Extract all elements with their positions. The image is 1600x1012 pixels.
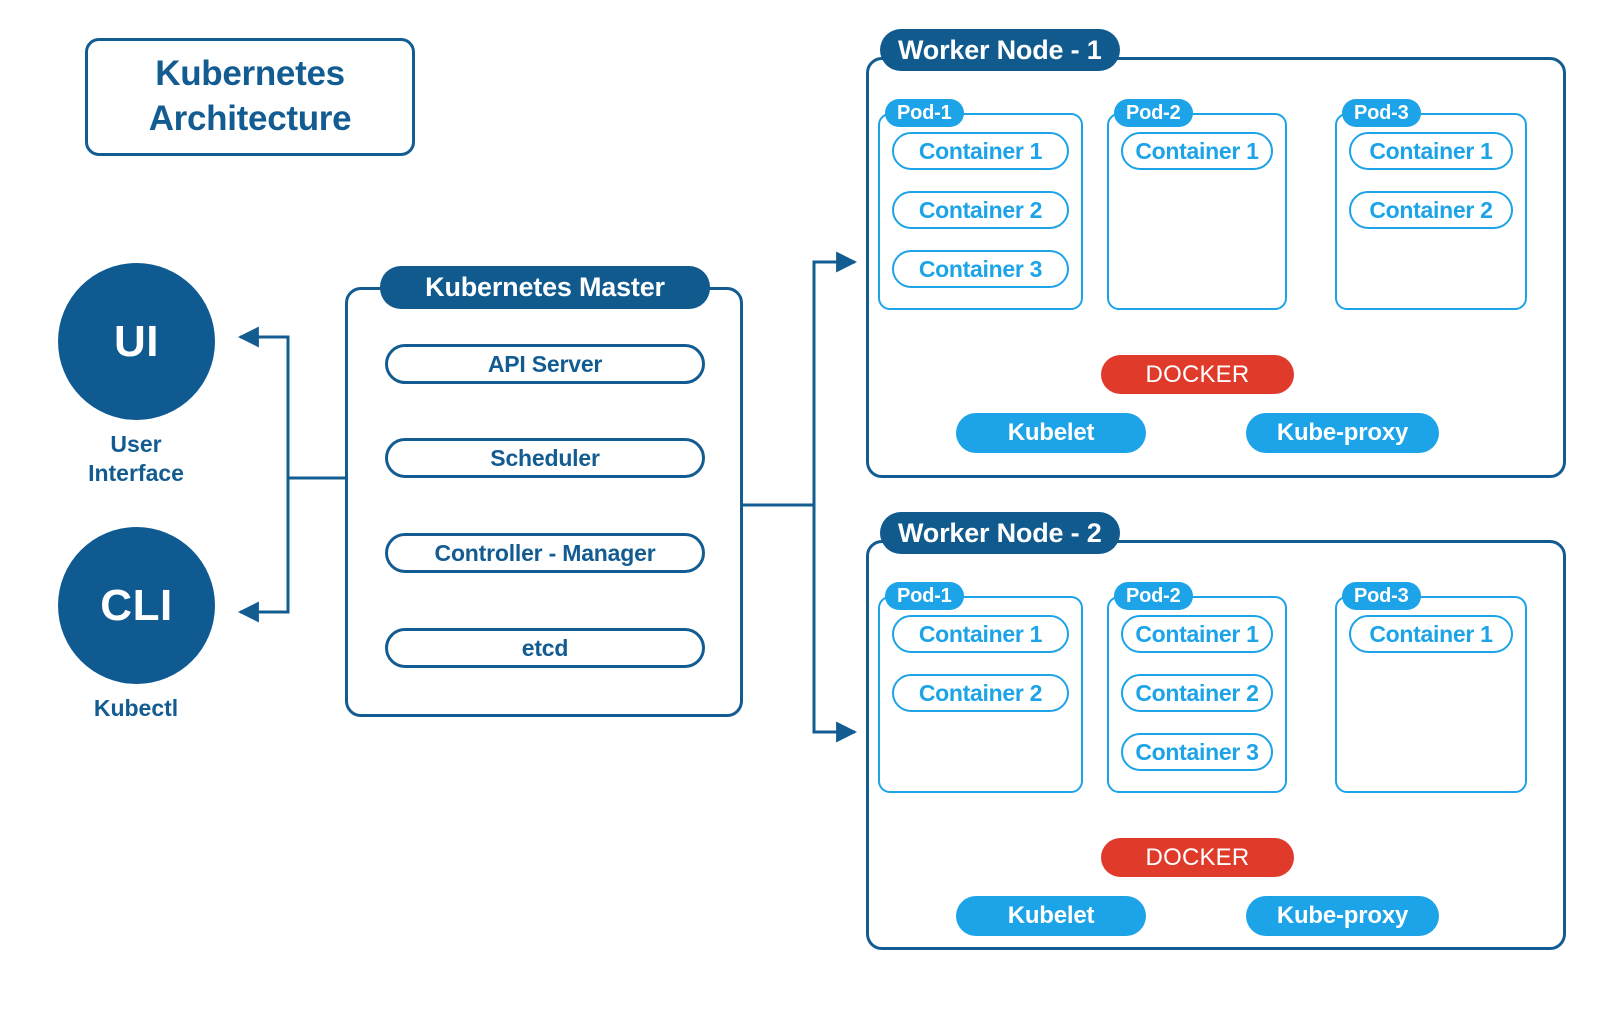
- container-chip[interactable]: Container 1: [1349, 615, 1513, 653]
- connector-to-cli: [237, 478, 290, 623]
- container-chip[interactable]: Container 1: [1121, 615, 1273, 653]
- kubelet-pill[interactable]: Kubelet: [956, 413, 1146, 453]
- container-chip[interactable]: Container 1: [892, 132, 1069, 170]
- client-label-cli: Kubectl: [36, 694, 236, 723]
- kubernetes-master-title: Kubernetes Master: [380, 266, 710, 309]
- page-title: Kubernetes Architecture: [85, 38, 415, 156]
- connector-to-ui: [237, 326, 290, 478]
- pod-label: Pod-2: [1114, 582, 1193, 610]
- container-chip[interactable]: Container 3: [892, 250, 1069, 288]
- pod-label: Pod-2: [1114, 99, 1193, 127]
- client-label-cli-line-1: Kubectl: [93, 695, 179, 721]
- master-component-api-server[interactable]: API Server: [385, 344, 705, 384]
- container-chip[interactable]: Container 1: [892, 615, 1069, 653]
- pod-label: Pod-3: [1342, 582, 1421, 610]
- container-chip[interactable]: Container 1: [1349, 132, 1513, 170]
- client-label-ui-line-2: Interface: [88, 459, 184, 486]
- docker-runtime-pill[interactable]: DOCKER: [1101, 355, 1294, 394]
- container-chip[interactable]: Container 2: [892, 674, 1069, 712]
- kubelet-pill[interactable]: Kubelet: [956, 896, 1146, 936]
- master-component-scheduler[interactable]: Scheduler: [385, 438, 705, 478]
- master-component-controller-manager[interactable]: Controller - Manager: [385, 533, 705, 573]
- kube-proxy-pill[interactable]: Kube-proxy: [1246, 413, 1439, 453]
- worker-node-2-box: [866, 540, 1566, 950]
- container-chip[interactable]: Container 1: [1121, 132, 1273, 170]
- pod-label: Pod-3: [1342, 99, 1421, 127]
- worker-node-2-title: Worker Node - 2: [880, 512, 1120, 554]
- pod-label: Pod-1: [885, 582, 964, 610]
- container-chip[interactable]: Container 2: [1349, 191, 1513, 229]
- page-title-line-2: Architecture: [148, 99, 352, 138]
- connector-to-worker-1: [812, 251, 858, 505]
- container-chip[interactable]: Container 3: [1121, 733, 1273, 771]
- client-badge-ui: UI: [114, 316, 159, 366]
- connector-to-worker-2: [812, 505, 858, 743]
- container-chip[interactable]: Container 2: [892, 191, 1069, 229]
- pod-label: Pod-1: [885, 99, 964, 127]
- container-chip[interactable]: Container 2: [1121, 674, 1273, 712]
- client-node-cli[interactable]: CLI: [58, 527, 215, 684]
- client-label-ui-line-1: User: [110, 431, 162, 457]
- client-node-ui[interactable]: UI: [58, 263, 215, 420]
- page-title-line-1: Kubernetes: [155, 54, 345, 94]
- worker-node-1-title: Worker Node - 1: [880, 29, 1120, 71]
- worker-node-1-box: [866, 57, 1566, 478]
- docker-runtime-pill[interactable]: DOCKER: [1101, 838, 1294, 877]
- kube-proxy-pill[interactable]: Kube-proxy: [1246, 896, 1439, 936]
- client-badge-cli: CLI: [100, 580, 173, 630]
- client-label-ui: User Interface: [36, 430, 236, 488]
- master-component-etcd[interactable]: etcd: [385, 628, 705, 668]
